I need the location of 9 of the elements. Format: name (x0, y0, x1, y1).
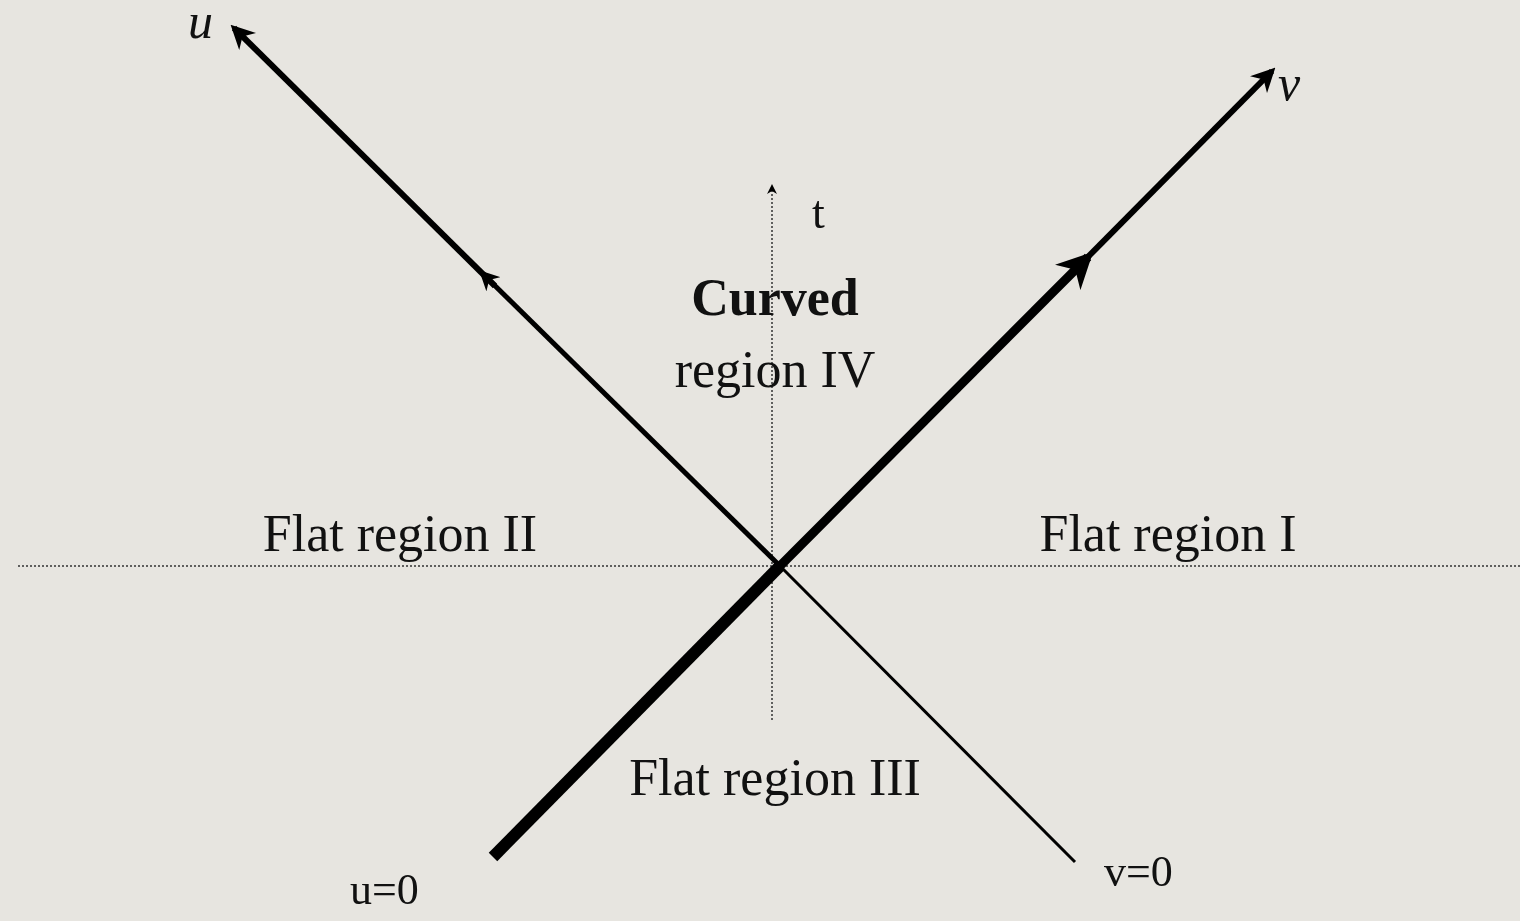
axis-label: v (1278, 58, 1301, 108)
axis-label: u (188, 0, 213, 46)
axis-equation-label: u=0 (350, 868, 419, 912)
region-label: Flat region II (261, 504, 539, 564)
axis-equation-label: v=0 (1104, 850, 1173, 894)
region-label: Flat region I (1038, 504, 1298, 564)
region-label: Flat region III (628, 748, 922, 808)
axis-label: t (812, 190, 825, 236)
region-label: Curved region IV (673, 268, 877, 400)
